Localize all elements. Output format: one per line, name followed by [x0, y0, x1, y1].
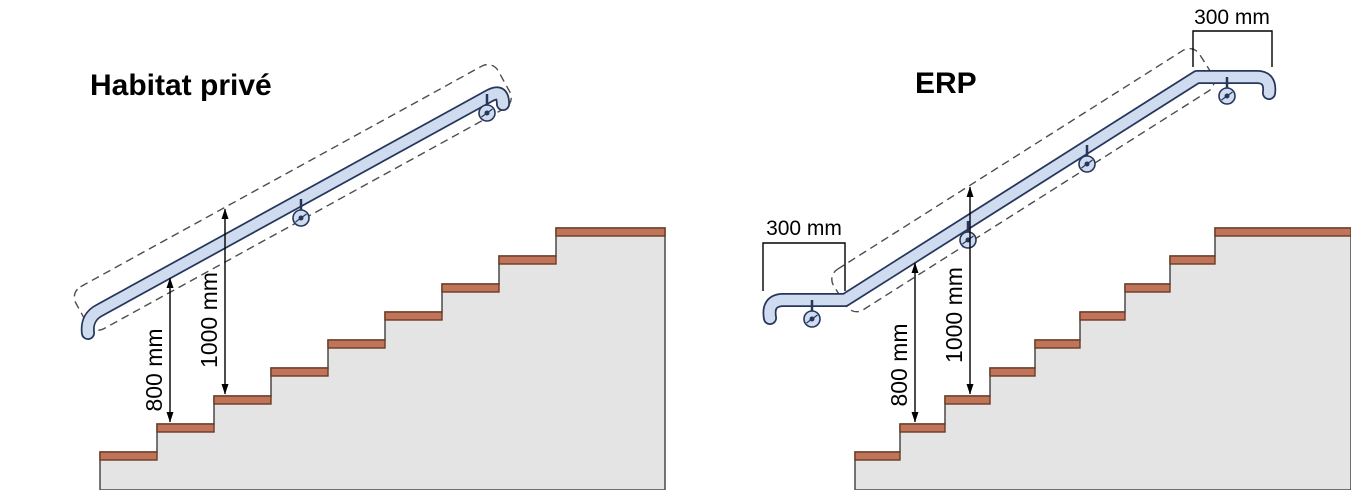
stair-treads [99, 227, 666, 461]
stair-tread [989, 367, 1036, 377]
extension-300mm-top-bracket [1192, 30, 1273, 67]
stair-tread [384, 311, 443, 321]
stair-tread [99, 451, 158, 461]
stair-tread [944, 395, 991, 405]
stair-tread [327, 339, 386, 349]
dimension-800mm: 800 mm [886, 262, 919, 423]
dimension-1000mm-label: 1000 mm [196, 272, 222, 368]
dimension-800mm-label: 800 mm [886, 323, 912, 406]
dimension-800mm: 800 mm [141, 277, 174, 423]
stair-tread [555, 227, 666, 237]
handrail-tube [764, 71, 1275, 324]
stair-tread [1034, 339, 1081, 349]
stair-tread [1079, 311, 1126, 321]
erp-title: ERP [915, 67, 977, 100]
stair-tread [854, 451, 901, 461]
stair-treads [854, 227, 1351, 461]
dimension-800mm-label: 800 mm [141, 328, 167, 411]
dimension-1000mm-label: 1000 mm [941, 267, 967, 363]
dimension-1000mm: 1000 mm [196, 208, 229, 395]
extension-300mm-bottom: 300 mm [762, 217, 846, 291]
stair-tread [1124, 283, 1171, 293]
extension-300mm-top-label: 300 mm [1194, 6, 1270, 29]
handrail [80, 86, 510, 340]
extension-300mm-bottom-bracket [762, 242, 846, 291]
stair-tread [156, 423, 215, 433]
stair-tread [1169, 255, 1216, 265]
stair-tread [270, 367, 329, 377]
stair-tread [441, 283, 500, 293]
dimension-1000mm: 1000 mm [941, 186, 974, 395]
diagram-habitat-prive: Habitat privé 800 mm [73, 63, 666, 490]
handrail [762, 70, 1277, 325]
habitat-prive-title: Habitat privé [90, 69, 272, 102]
stair-tread [1214, 227, 1351, 237]
diagram-erp: ERP 300 mm [762, 6, 1351, 490]
stair-tread [498, 255, 557, 265]
handrail-tube [82, 88, 509, 339]
extension-300mm-bottom-label: 300 mm [766, 217, 842, 240]
stair-tread [899, 423, 946, 433]
stair-tread [213, 395, 272, 405]
extension-300mm-top: 300 mm [1192, 6, 1273, 67]
